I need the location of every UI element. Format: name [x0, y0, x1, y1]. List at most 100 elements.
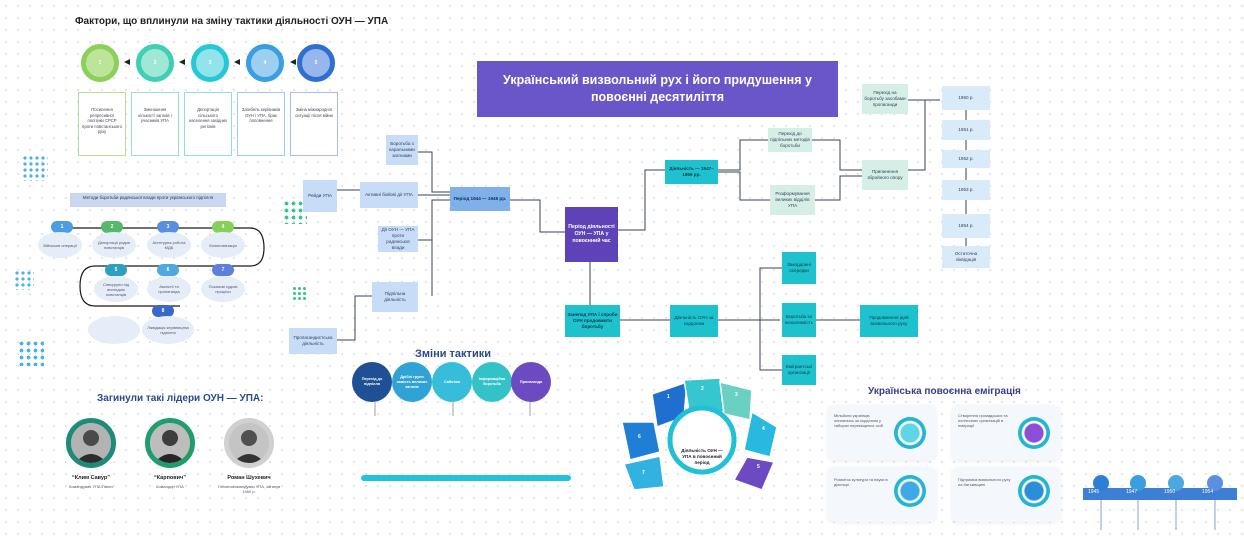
leader-desc-3: Головнокомандувач УПА, загинув 1950 р. [217, 484, 281, 495]
factor-num: 5 [314, 60, 318, 66]
process-item-6: Амністії та пропаганда [147, 276, 191, 302]
left-node-2: Рейди УПА [303, 180, 337, 212]
pentagon-seg-5: 5 [757, 464, 760, 470]
leader-desc-2: Командир УПА [156, 484, 184, 489]
factor-card-1: Посилення репресивної політики СРСР прот… [78, 92, 126, 156]
emigration-card-text: Створення громадських та політичних орга… [958, 413, 1008, 429]
process-num-7: 7 [212, 264, 234, 276]
top-right-node: Припинення збройного опору [862, 160, 908, 190]
pentagon-seg-2: 2 [701, 386, 704, 392]
timeline-label-3: 1950 [1164, 489, 1176, 495]
process-item-5: Спецгрупи під виглядом повстанців [94, 276, 138, 302]
tactic-circle-2: Дрібні групи замість великих загонів [392, 362, 432, 402]
emigration-card-1: Мільйони українців опинились за кордоном… [828, 405, 936, 460]
process-item-8: Ліквідація керівництва підпілля [142, 316, 194, 344]
chain-node-2: 1951 р. [942, 120, 990, 140]
tactic-circle-3: Саботаж [432, 362, 472, 402]
pentagon-center: Діяльність ОУН — УПА в повоєнний період [681, 448, 723, 465]
leader-photo-3 [224, 418, 274, 468]
decor-dots [14, 270, 34, 290]
emigration-circle [894, 475, 926, 507]
chain-node-5: 1954 р. [942, 214, 990, 238]
process-num-4: 4 [212, 221, 234, 233]
decor-dots [292, 286, 308, 302]
pentagon-seg-1: 1 [667, 394, 670, 400]
factor-step-5: 5 [297, 44, 335, 82]
top-node-2: Розформування великих відділів УПА [770, 185, 815, 215]
branch-top: Діяльність — 1947–1956 рр. [665, 160, 718, 184]
process-item-2: Депортації родин повстанців [92, 232, 136, 258]
timeline-label-1: 1945 [1088, 489, 1100, 495]
process-num-3: 3 [157, 221, 179, 233]
bottom-right-node: Продовження ідей визвольного руху [860, 305, 918, 337]
left-node-6: Пропагандистська діяльність [289, 328, 337, 354]
process-item-3: Агентурна робота МДБ [147, 232, 191, 258]
bottom-node-2: Боротьба за незалежність [782, 303, 816, 337]
decor-dots [18, 340, 44, 366]
factor-num: 1 [98, 60, 102, 66]
factors-title: Фактори, що вплинули на зміну тактики ді… [75, 16, 389, 27]
leader-name-2: “Карпович” [154, 475, 186, 481]
leaders-title: Загинули такі лідери ОУН — УПА: [97, 393, 264, 404]
leader-name-1: “Клим Савур” [71, 475, 111, 481]
chain-node-1: 1950 р. [942, 86, 990, 110]
pentagon-seg-7: 7 [642, 470, 645, 476]
process-num-6: 6 [157, 264, 179, 276]
center-node: Період діяльності ОУН — УПА у повоєнний … [565, 207, 618, 262]
factor-card-2: Зменшення кількості загонів і учасників … [131, 92, 179, 156]
process-num-8: 8 [152, 305, 174, 317]
factor-step-3: 3 [191, 44, 229, 82]
emigration-circle [1018, 417, 1050, 449]
pentagon-diagram [621, 377, 778, 491]
tactic-circle-5: Пропаганда [511, 362, 551, 402]
bottom-node-1: Закордонні осередки [782, 252, 816, 284]
factor-card-5: Зміна міжнародної ситуації після війни [290, 92, 338, 156]
timeline-dot-1 [1093, 475, 1109, 491]
tactic-circle-4: Інформаційна боротьба [472, 362, 512, 402]
process-item-7: Показові судові процеси [201, 276, 245, 302]
left-node-3: Активні бойові дії УПА [360, 182, 418, 208]
emigration-card-text: Підтримка визвольного руху на батьківщин… [958, 477, 1011, 488]
left-node-5: Підпільна діяльність [372, 282, 418, 312]
emigration-card-text: Розвиток культури та науки в діаспорі [834, 477, 888, 488]
tactic-circle-1: Перехід до підпілля [352, 362, 392, 402]
pentagon-seg-3: 3 [735, 392, 738, 398]
leader-photo-2 [145, 418, 195, 468]
pentagon-seg-6: 6 [638, 434, 641, 440]
leader-name-3: Роман Шухевич [227, 475, 271, 481]
process-title: Методи боротьби радянської влади проти у… [70, 193, 226, 207]
chain-node-4: 1953 р. [942, 180, 990, 200]
factor-card-3: Депортація сільського населення західних… [184, 92, 232, 156]
tactics-title: Зміни тактики [415, 348, 491, 360]
timeline-dot-2 [1130, 475, 1146, 491]
bottom-mid-node: Діяльність ОУН за кордоном [670, 305, 718, 337]
branch-left: Період 1944 — 1946 рр. [450, 187, 510, 211]
top-far-node: Перехід на боротьбу засобами пропаганди [862, 84, 908, 114]
top-node-1: Перехід до підпільних методів боротьби [768, 128, 812, 152]
emigration-card-3: Розвиток культури та науки в діаспорі [828, 467, 936, 522]
chain-node-3: 1952 р. [942, 150, 990, 168]
pentagon-seg-4: 4 [762, 426, 765, 432]
process-num-1: 1 [51, 221, 73, 233]
chain-node-6: Остаточна ліквідація [942, 246, 990, 268]
branch-bottom: Занепад УПА і спроби ОУН продовжити боро… [565, 305, 620, 337]
emigration-title: Українська повоєнна еміграція [868, 386, 1021, 397]
process-num-2: 2 [101, 221, 123, 233]
emigration-card-2: Створення громадських та політичних орга… [952, 405, 1060, 460]
process-item-1: Військові операції [38, 232, 82, 258]
factor-card-4: Загибель керівників ОУН і УПА, брак попо… [237, 92, 285, 156]
emigration-card-4: Підтримка визвольного руху на батьківщин… [952, 467, 1060, 522]
emigration-circle [1018, 475, 1050, 507]
factor-num: 2 [153, 60, 157, 66]
left-node-1: Боротьба з каральними загонами [386, 135, 418, 165]
timeline-label-4: 1954 [1202, 489, 1214, 495]
timeline-dot-4 [1207, 475, 1223, 491]
factor-step-1: 1 [81, 44, 119, 82]
process-num-5: 5 [105, 264, 127, 276]
process-item-4: Колективізація [201, 232, 245, 258]
person-icon [71, 423, 111, 463]
mindmap-title: Український визвольний рух і його придуш… [477, 61, 838, 117]
person-icon [150, 423, 190, 463]
factor-num: 3 [208, 60, 212, 66]
bottom-node-3: Емігрантські організації [782, 355, 816, 385]
